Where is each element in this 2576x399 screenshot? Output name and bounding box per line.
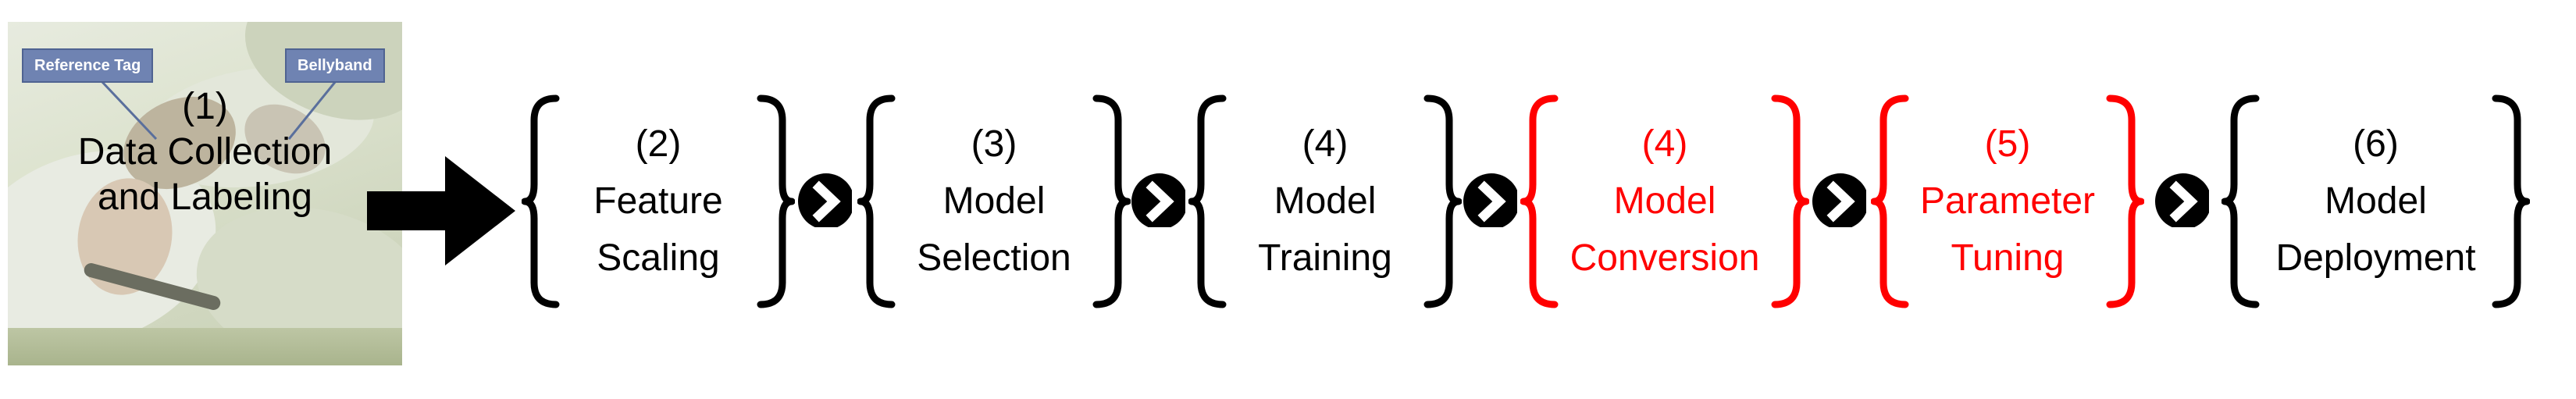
step-title-line: Data Collection xyxy=(77,131,333,173)
step-title-line: Scaling xyxy=(597,237,720,279)
step-title-line: Model xyxy=(1274,180,1377,222)
step-title-line: Model xyxy=(942,180,1046,222)
step-title-line: Feature xyxy=(593,180,723,222)
right-bracket xyxy=(757,94,795,308)
chevron-right-circle-icon xyxy=(1812,173,1866,227)
right-bracket xyxy=(1423,94,1462,308)
left-bracket xyxy=(1871,94,1909,308)
chevron-right-circle-icon xyxy=(1463,173,1517,227)
right-bracket xyxy=(2492,94,2530,308)
left-bracket xyxy=(1520,94,1559,308)
step-title-line: Tuning xyxy=(1951,237,2065,279)
step-title-line: Parameter xyxy=(1919,180,2096,222)
right-bracket xyxy=(2106,94,2144,308)
chevron-right-circle-icon xyxy=(1131,173,1185,227)
left-bracket xyxy=(522,94,560,308)
step-number: (1) xyxy=(182,86,228,127)
reference-tag-label: Reference Tag xyxy=(22,48,154,83)
step-title-line: Model xyxy=(1613,180,1716,222)
chevron-right-circle-icon xyxy=(798,173,852,227)
chevron-right-circle-icon xyxy=(2155,173,2209,227)
step-number: (4) xyxy=(1302,123,1349,165)
left-bracket xyxy=(2221,94,2260,308)
step-number: (2) xyxy=(635,123,682,165)
step-title-line: Training xyxy=(1258,237,1392,279)
step-title-line: and Labeling xyxy=(98,176,312,218)
step-number: (3) xyxy=(971,123,1017,165)
tag-leader-lines xyxy=(100,80,337,141)
grass-strip xyxy=(8,328,402,365)
left-bracket xyxy=(1188,94,1227,308)
step-title-line: Conversion xyxy=(1569,237,1760,279)
bellyband-label: Bellyband xyxy=(285,48,385,83)
big-right-arrow-icon xyxy=(367,156,515,265)
left-bracket xyxy=(857,94,896,308)
right-bracket xyxy=(1092,94,1131,308)
step-title-line: Deployment xyxy=(2275,237,2476,279)
step-1-label: (1) Data Collection and Labeling xyxy=(8,84,402,220)
step-number: (6) xyxy=(2353,123,2399,165)
step-number: (4) xyxy=(1641,123,1688,165)
step-title-line: Selection xyxy=(917,237,1071,279)
step-title-line: Model xyxy=(2325,180,2427,222)
right-bracket xyxy=(1771,94,1809,308)
step-number: (5) xyxy=(1984,123,2031,165)
data-collection-photo: Reference Tag Bellyband xyxy=(8,22,402,365)
